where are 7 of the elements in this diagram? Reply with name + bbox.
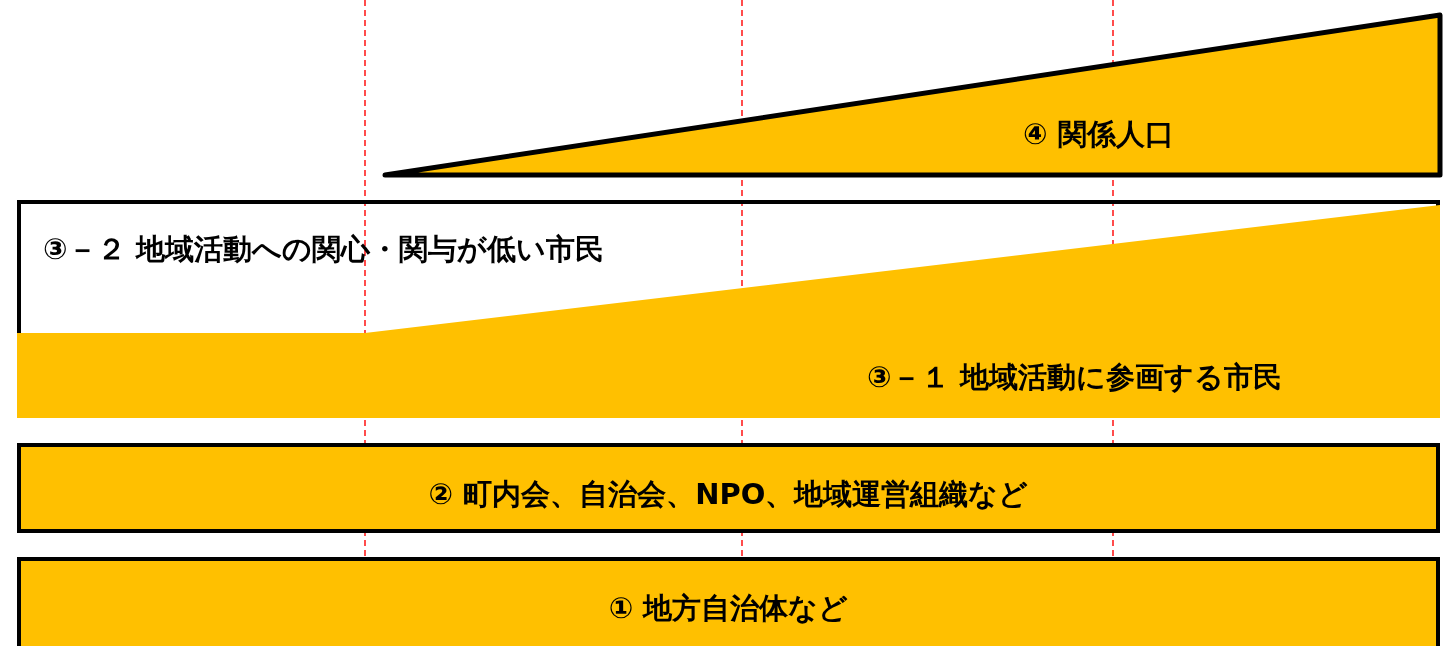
band-box xyxy=(17,443,1440,533)
band-label: ② 町内会、自治会、NPO、地域運営組織など xyxy=(428,476,1029,513)
band-label: ④ 関係人口 xyxy=(1023,116,1174,153)
band-label: ① 地方自治体など xyxy=(608,590,849,627)
band-box xyxy=(17,557,1440,646)
band-label: ③－２ 地域活動への関心・関与が低い市民 xyxy=(43,231,604,268)
band-label: ③－１ 地域活動に参画する市民 xyxy=(867,359,1282,396)
